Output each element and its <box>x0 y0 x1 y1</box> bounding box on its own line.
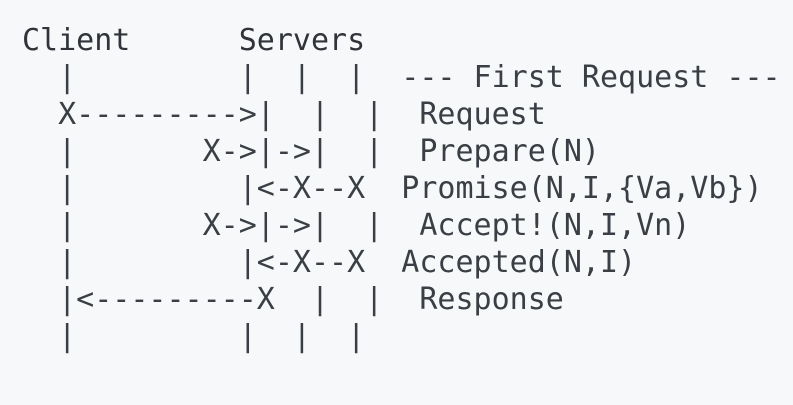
diagram-row-response: |<---------X | | Response <box>22 282 564 317</box>
diagram-row-prepare: | X->|->| | Prepare(N) <box>22 134 600 169</box>
diagram-row-lifelines-end: | | | | <box>22 319 366 354</box>
participants-header-row: Client Servers <box>22 23 366 58</box>
diagram-row-first-request: | | | | --- First Request --- <box>22 60 781 95</box>
top-spacer <box>22 0 793 22</box>
diagram-row-promise: | |<-X--X Promise(N,I,{Va,Vb}) <box>22 171 763 206</box>
diagram-row-accepted: | |<-X--X Accepted(N,I) <box>22 245 637 280</box>
diagram-row-accept: | X->|->| | Accept!(N,I,Vn) <box>22 208 691 243</box>
diagram-row-request: X--------->| | | Request <box>22 97 546 132</box>
